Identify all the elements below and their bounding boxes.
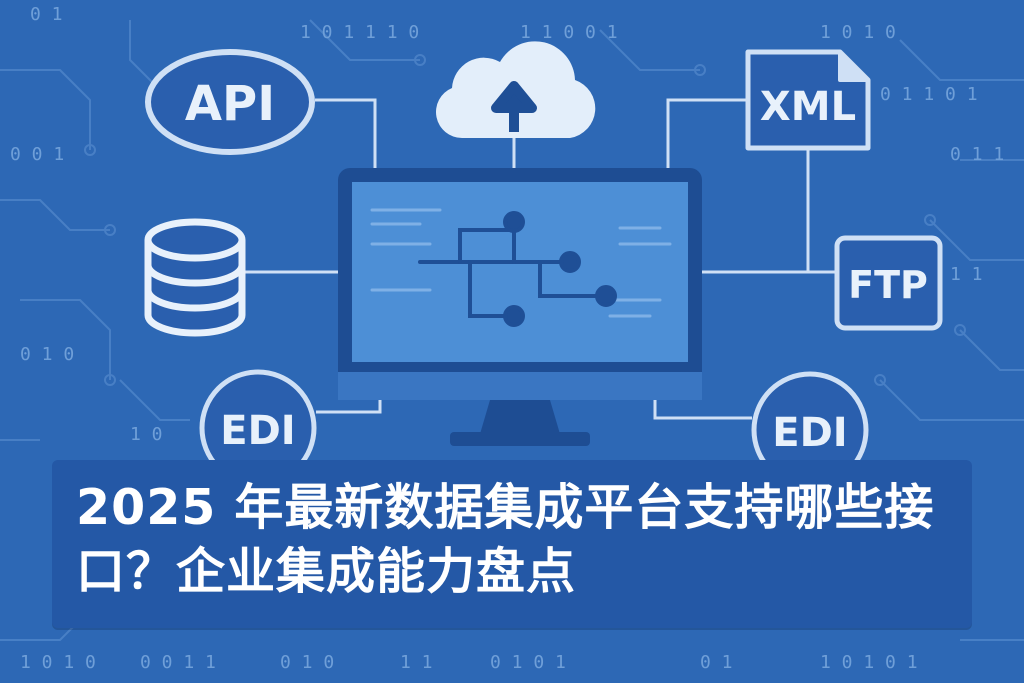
headline-panel: 2025 年最新数据集成平台支持哪些接口？企业集成能力盘点 bbox=[52, 460, 972, 628]
api-badge: API bbox=[145, 49, 315, 155]
edi-label-left: EDI bbox=[220, 408, 295, 454]
binary-text: 1 0 1 0 1 bbox=[820, 652, 918, 673]
binary-text: 0 1 0 bbox=[20, 344, 74, 365]
edi-badge-left: EDI bbox=[199, 369, 317, 487]
binary-text: 1 0 bbox=[130, 424, 163, 445]
binary-text: 1 1 0 0 1 bbox=[520, 22, 618, 43]
api-label: API bbox=[185, 76, 275, 132]
binary-text: 0 1 1 0 1 bbox=[880, 84, 978, 105]
binary-text: 1 0 1 1 1 0 bbox=[300, 22, 419, 43]
binary-text: 0 1 1 bbox=[950, 144, 1004, 165]
cloud-upload-icon bbox=[435, 41, 596, 138]
binary-text: 0 1 bbox=[30, 4, 63, 25]
binary-digits: 1 0 1 1 1 0 1 1 0 0 1 1 0 1 0 0 1 1 0 1 … bbox=[10, 4, 1004, 673]
binary-text: 1 0 1 0 bbox=[20, 652, 96, 673]
database-icon bbox=[144, 218, 246, 337]
binary-text: 0 1 0 bbox=[280, 652, 334, 673]
ftp-badge: FTP bbox=[834, 235, 943, 331]
edi-label-right: EDI bbox=[772, 410, 847, 456]
ftp-label: FTP bbox=[848, 263, 928, 307]
screen-text-lines bbox=[370, 208, 672, 318]
headline: 2025 年最新数据集成平台支持哪些接口？企业集成能力盘点 bbox=[76, 479, 935, 600]
binary-text: 0 0 1 bbox=[10, 144, 64, 165]
connector-lines bbox=[242, 98, 835, 420]
monitor-icon bbox=[338, 168, 702, 446]
xml-file-icon: XML bbox=[745, 49, 871, 151]
flow-diagram-icon bbox=[418, 211, 617, 327]
xml-label: XML bbox=[760, 84, 856, 130]
binary-text: 1 1 bbox=[400, 652, 433, 673]
binary-text: 1 1 bbox=[950, 264, 983, 285]
binary-text: 1 0 1 0 bbox=[820, 22, 896, 43]
edi-badge-right: EDI bbox=[751, 371, 869, 489]
binary-text: 0 0 1 1 bbox=[140, 652, 216, 673]
binary-text: 0 1 0 1 bbox=[490, 652, 566, 673]
binary-text: 0 1 bbox=[700, 652, 733, 673]
